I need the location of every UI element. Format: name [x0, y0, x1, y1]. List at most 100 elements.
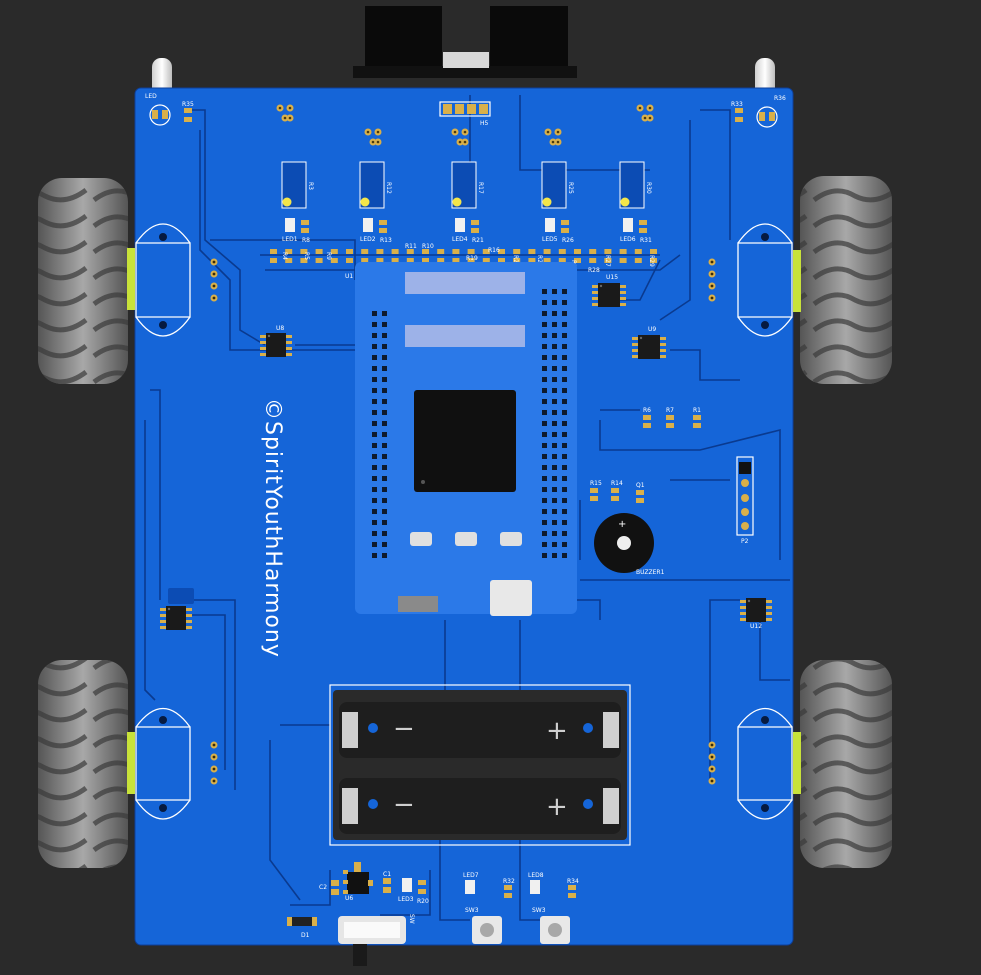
corner-right-resistor: R33 [731, 101, 743, 108]
row-resistor-label: R19 [466, 255, 478, 262]
ic-u12: U12 [740, 598, 772, 630]
led3-label: LED3 [398, 896, 414, 903]
small-resistor-label: R4 [281, 252, 288, 260]
ic-label: U15 [606, 274, 618, 281]
wheel-rear-left [38, 660, 135, 868]
sw-main-label: SW [408, 914, 415, 924]
buzzer-label: BUZZER1 [636, 569, 665, 576]
battery-minus-top: − [393, 714, 415, 744]
mcu-module: U1 [345, 262, 577, 616]
row-resistor-label: R22 [536, 255, 543, 267]
ic-label: U8 [276, 325, 284, 332]
led-label: LED5 [542, 236, 558, 243]
led-label: LED2 [360, 236, 376, 243]
wheel-front-right [793, 176, 892, 384]
ir-pad-cluster [451, 128, 469, 146]
resistor-label: R3 [307, 182, 314, 190]
mount-holes [159, 233, 769, 812]
c1-label: C1 [383, 871, 391, 878]
connector-p2: P2 [736, 456, 754, 545]
ic-u8: U8 [260, 325, 292, 357]
u11-extra [168, 588, 194, 604]
led-resistor-label: R21 [472, 237, 484, 244]
pcb-traces [144, 95, 790, 921]
ic-u15: U15 [592, 274, 626, 307]
led-label: LED4 [452, 236, 468, 243]
copyright-text: ©SpiritYouthHarmony [260, 398, 285, 658]
bottom-components: U6 C2 C1 LED3 R20 D1 SW LED7 R32 LED8 R3… [287, 862, 579, 966]
led8-label: LED8 [528, 872, 544, 879]
mid-resistor-label: R6 [643, 407, 651, 414]
ir-pad-cluster [636, 104, 654, 122]
led-resistor-label: R8 [302, 237, 310, 244]
mid-resistor-label: R1 [693, 407, 701, 414]
buzzer-area-label: Q1 [636, 482, 645, 489]
ic-u9: U9 [632, 326, 666, 359]
battery-plus-bottom: + [546, 792, 568, 822]
header-h5: H5 [439, 101, 491, 127]
c2-label: C2 [319, 884, 327, 891]
led-resistor-label: R26 [562, 237, 574, 244]
corner-left-led: LED [145, 93, 157, 100]
resistor-label: R25 [567, 182, 574, 194]
row-resistor-label: R23 [512, 255, 519, 267]
row-resistor-label: R27 [604, 255, 611, 267]
buzzer-area-label: R14 [611, 480, 623, 487]
wheel-front-left [38, 178, 135, 384]
top-sensor-bracket [353, 6, 577, 78]
ir-pad-cluster [544, 128, 562, 146]
small-resistor-label: R9 [325, 252, 332, 260]
ir-pad-cluster [364, 128, 382, 146]
u6-label: U6 [345, 895, 353, 902]
led-label: LED6 [620, 236, 636, 243]
svg-text:+: + [618, 519, 626, 530]
sw-left-label: SW3 [465, 907, 479, 914]
r20-label: R20 [417, 898, 429, 905]
side-headers [210, 258, 716, 785]
row-resistor-label: R11 [405, 243, 417, 250]
row-resistor-label: R16 [488, 247, 500, 254]
row-resistor-label: R28 [588, 267, 600, 274]
battery-minus-bottom: − [393, 790, 415, 820]
ic-label: U12 [750, 623, 762, 630]
buzzer-area-label: R15 [590, 480, 602, 487]
ir-pad-cluster [276, 104, 294, 122]
module-label: U1 [345, 273, 353, 280]
corner-led-left: R35 LED [145, 93, 194, 126]
motor-mounts [135, 223, 793, 820]
mid-resistor-label: R7 [666, 407, 674, 414]
resistor-row: R11R10R19R16R23R22R24R28R27R29R4R5R9 [270, 243, 657, 274]
battery-holder: − + − + [329, 684, 631, 846]
buzzer: + BUZZER1 [594, 513, 665, 576]
header-label: H5 [480, 120, 489, 127]
row-resistor-label: R29 [648, 255, 655, 267]
row-resistor-label: R10 [422, 243, 434, 250]
resistor-label: R17 [477, 182, 484, 194]
wheel-rear-right [793, 660, 892, 868]
corner-right-extra: R36 [774, 95, 786, 102]
led-resistor-label: R31 [640, 237, 652, 244]
led-label: LED1 [282, 236, 298, 243]
battery-plus-top: + [546, 716, 568, 746]
r32-label: R32 [503, 878, 515, 885]
sw-right-label: SW3 [532, 907, 546, 914]
led-resistor-label: R13 [380, 237, 392, 244]
ir-sensor-pads [276, 104, 654, 146]
p2-label: P2 [741, 538, 749, 545]
corner-left-resistor: R35 [182, 101, 194, 108]
resistor-label: R12 [385, 182, 392, 194]
corner-led-right: R33 R36 [731, 95, 786, 128]
ic-label: U9 [648, 326, 656, 333]
d1-label: D1 [301, 932, 310, 939]
r34-label: R34 [567, 878, 579, 885]
led7-label: LED7 [463, 872, 479, 879]
